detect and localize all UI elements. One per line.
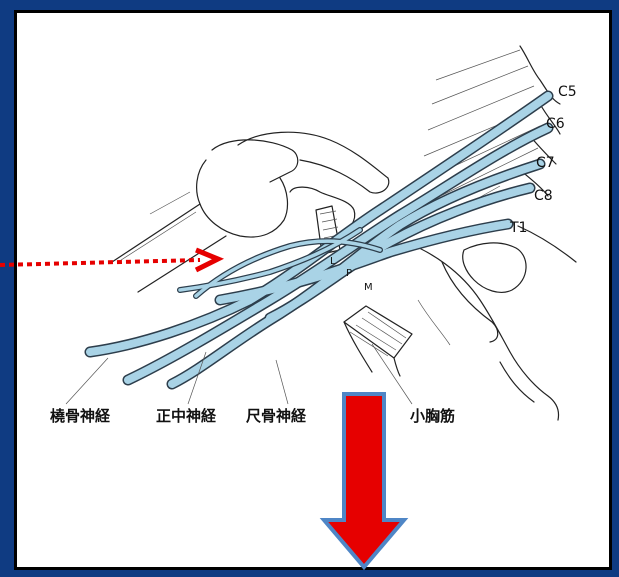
label-cord-lateral: L (330, 256, 336, 267)
big-down-arrow (324, 394, 404, 567)
brachial-plexus-nerves (90, 96, 548, 384)
label-cord-medial: M (364, 282, 373, 293)
label-t1: T1 (509, 220, 527, 236)
label-c6: C6 (546, 116, 565, 132)
red-dotted-arrow (0, 250, 218, 270)
label-ulnar-nerve: 尺骨神経 (246, 407, 307, 425)
nerve-c6 (128, 128, 548, 380)
label-pectoralis-minor: 小胸筋 (410, 407, 455, 425)
pectoralis-minor-muscle (344, 306, 412, 376)
label-radial-nerve: 橈骨神経 (50, 407, 111, 425)
label-c8: C8 (534, 188, 553, 204)
label-median-nerve: 正中神経 (156, 407, 217, 425)
label-c5: C5 (558, 84, 577, 100)
label-c7: C7 (536, 155, 555, 171)
label-cord-posterior: P (346, 268, 352, 279)
